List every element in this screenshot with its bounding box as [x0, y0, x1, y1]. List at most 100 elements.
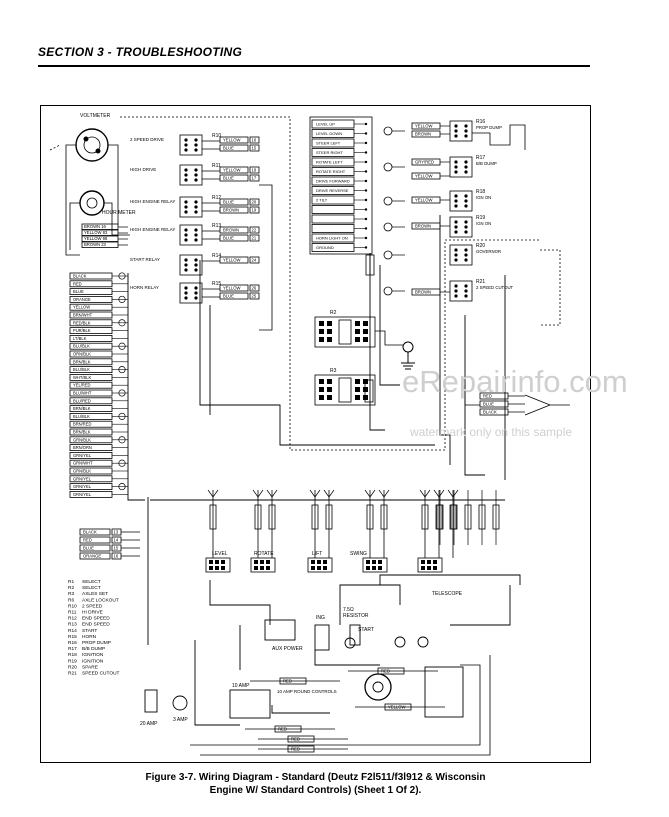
relay-terminal [464, 220, 468, 224]
valve-coil [254, 504, 262, 530]
relay-terminal [184, 168, 188, 172]
relay-wire-label: YELLOW [223, 258, 241, 263]
valve-group-label: LIFT [312, 551, 322, 557]
harness-connector [118, 412, 126, 420]
relay-r20 [449, 244, 473, 266]
center-relay-body [338, 377, 352, 403]
valve-group-label: SWING [350, 551, 367, 557]
relay-pin-label: 24 [252, 258, 257, 263]
relay-terminal [184, 263, 188, 267]
lower-wire-box [287, 735, 315, 743]
connector-circle [383, 286, 393, 296]
switch-row-label: LEVEL DOWN [316, 131, 342, 136]
start-label: START [358, 627, 374, 633]
relay-terminal [194, 205, 198, 209]
relay-terminal [194, 173, 198, 177]
resistor-value: 7.5Ω [343, 607, 354, 613]
relay-terminal [194, 228, 198, 232]
relay-wire-box [219, 226, 249, 234]
legend-id: R10 [68, 603, 77, 609]
relay-id: R19 [476, 215, 485, 221]
relay-label: 2 SPEED DRIVE [130, 137, 164, 142]
harness-connector [118, 483, 126, 491]
relay-terminal [184, 268, 188, 272]
switch-row-box [311, 214, 355, 224]
lower-left-wire-box [79, 528, 111, 536]
left-harness-label: YEL/RED [73, 383, 91, 388]
relay-label: START RELAY [130, 257, 160, 262]
relay-wire-label: BLUE [223, 294, 234, 299]
legend-text: B/B DUMP [82, 646, 105, 652]
legend-id: R13 [68, 622, 77, 628]
relay-wire-label: BLUE [223, 176, 234, 181]
ground-symbol [401, 341, 415, 370]
relay-terminal [184, 210, 188, 214]
relay-r14 [179, 254, 203, 276]
valve-connector-rotate [250, 557, 276, 573]
voltmeter-gauge: VOLTMETER [75, 113, 111, 162]
relay-terminal [464, 160, 468, 164]
relay-terminal [194, 178, 198, 182]
relay-id: R14 [212, 253, 221, 259]
relay-terminal [454, 230, 458, 234]
relay-wire-box [219, 136, 249, 144]
connector-circle [383, 250, 393, 260]
center-relay-fuse [364, 379, 374, 403]
relay-r17 [449, 156, 473, 178]
lower-left-wire-label: BLUE [83, 546, 94, 551]
relay-terminal [194, 143, 198, 147]
lower-components: AUX POWER ING 7.5Ω RESISTOR START 10 AMP… [140, 607, 464, 727]
relay-terminal [454, 204, 458, 208]
relay-pin-label: 21 [252, 236, 257, 241]
legend-id: R3 [68, 591, 74, 597]
legend-id: R19 [68, 658, 77, 664]
lower-left-wire-label: RED [83, 538, 92, 543]
meter-wire-label: BROWN 23 [84, 242, 107, 247]
relay-terminal [464, 124, 468, 128]
hour-meter-gauge: HOUR METER [79, 190, 136, 216]
left-harness-label: GRN/YEL [73, 476, 92, 481]
relay-pin-label: 20 [252, 200, 257, 205]
relay-pin-box [249, 198, 260, 206]
relay-wire-box [219, 292, 249, 300]
center-relay-id: R2 [330, 310, 337, 316]
figure-caption: Figure 3-7. Wiring Diagram - Standard (D… [40, 771, 591, 797]
switch-row-label: LEVEL UP [316, 122, 335, 127]
relay-wire-box [219, 166, 249, 174]
relay-wire-label: BLUE [223, 146, 234, 151]
valve-coil [268, 504, 276, 530]
relay-id: R18 [476, 189, 485, 195]
legend-text: 2 SPEED [82, 603, 103, 609]
legend-text: HORN [82, 634, 97, 640]
relay-terminal [464, 289, 468, 293]
relay-wire-box [219, 144, 249, 152]
lower-left-pin-label: 15 [114, 546, 119, 551]
lower-left-wire-box [79, 544, 111, 552]
relay-label: B/B DUMP [476, 161, 497, 166]
gauge-wiring [65, 144, 130, 256]
lower-wire-label: RED [381, 669, 390, 674]
valve-connector-swing [362, 557, 388, 573]
relay-terminal [464, 225, 468, 229]
meter-wire-label: YELLOW 98 [84, 236, 108, 241]
right-wire-label: YELLOW [415, 174, 433, 179]
lower-wire-box [274, 725, 302, 733]
legend-id: R17 [68, 646, 77, 652]
harness-connector [118, 342, 126, 350]
relay-wire-box [219, 234, 249, 242]
relay-wire-label: BLUE [223, 200, 234, 205]
voltmeter-label: VOLTMETER [80, 113, 111, 119]
relay-terminal [454, 170, 458, 174]
relay-terminal [194, 200, 198, 204]
connector-circle [383, 126, 393, 136]
relay-label: IGN ON [476, 221, 491, 226]
relay-label: HIGH DRIVE [130, 167, 156, 172]
switch-row-label: GROUND [316, 245, 334, 250]
relay-id: R17 [476, 155, 485, 161]
relay-terminal [454, 199, 458, 203]
